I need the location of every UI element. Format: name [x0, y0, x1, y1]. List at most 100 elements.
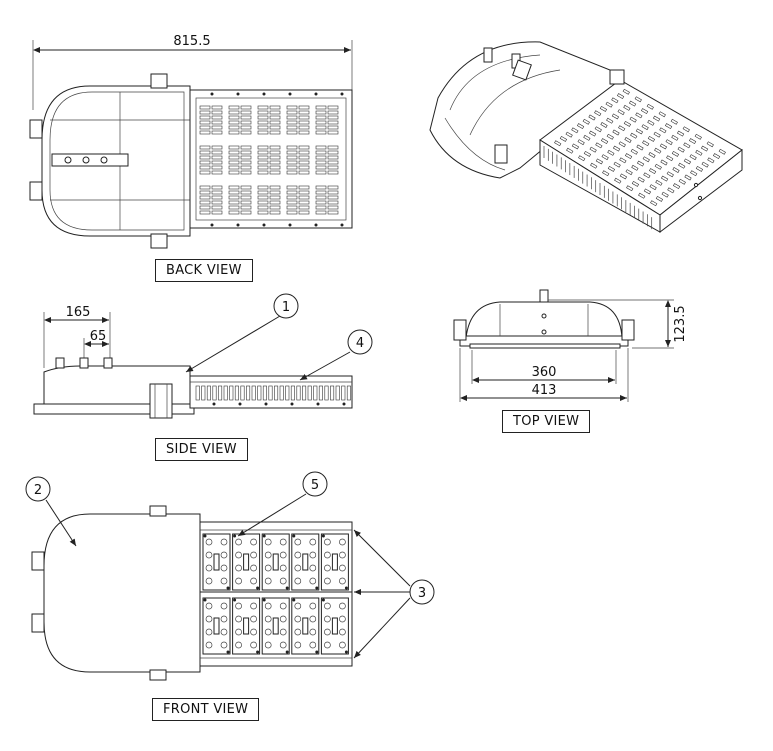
callout-1-label: 1 [282, 300, 290, 315]
led-module-array [202, 533, 349, 655]
led-lens [309, 602, 317, 610]
heatsink-slot [228, 185, 240, 190]
side-fin [296, 385, 301, 401]
iso-slot [634, 96, 642, 103]
led-lens [339, 615, 346, 623]
iso-slot [602, 170, 610, 177]
led-lens [250, 577, 257, 585]
heatsink-slot [298, 110, 310, 115]
iso-slot [666, 155, 674, 162]
heatsink-slot [298, 115, 310, 120]
led-lens [220, 564, 228, 572]
iso-slot [622, 88, 630, 95]
led-lens [294, 615, 302, 623]
heatsink-slot [228, 150, 240, 155]
heatsink-slot [211, 105, 223, 110]
heatsink-slot [228, 165, 240, 170]
led-lens [324, 641, 331, 649]
heatsink-slot [211, 110, 223, 115]
led-lens [205, 615, 213, 623]
heatsink-slot [228, 125, 240, 130]
dim-height: 123.5 [673, 305, 688, 342]
side-screw [342, 402, 346, 406]
iso-slot [599, 105, 608, 112]
heatsink-slot [199, 170, 211, 175]
heatsink-slot [327, 115, 339, 120]
led-screw [203, 534, 207, 538]
led-driver [213, 617, 220, 635]
heatsink-slot [240, 105, 252, 110]
top-view-drawing: 123.5 360 413 [453, 289, 688, 402]
heatsink-slot [327, 150, 339, 155]
dim-side-b: 65 [90, 329, 107, 344]
heatsink-slot [228, 160, 240, 165]
heatsink-slot [315, 200, 327, 205]
heatsink-slot [298, 155, 310, 160]
heatsink-screw [210, 92, 214, 96]
heatsink-slot [257, 195, 269, 200]
dim-side-a: 165 [66, 305, 91, 320]
led-lens [235, 577, 242, 585]
front-view-drawing [31, 505, 353, 681]
iso-slot [624, 137, 632, 143]
heatsink-slot [327, 155, 339, 160]
led-driver [331, 617, 338, 635]
callout-3: 3 [409, 579, 435, 605]
heatsink-slot [286, 195, 298, 200]
heatsink-slot [298, 210, 310, 215]
heatsink-slot [240, 155, 252, 160]
led-lens [339, 641, 346, 649]
led-screw [315, 586, 319, 590]
led-lens [339, 564, 346, 572]
iso-slot [707, 157, 715, 164]
iso-slot [690, 170, 698, 177]
heatsink-slot [240, 115, 252, 120]
led-lens [220, 628, 228, 636]
side-fin [201, 385, 206, 401]
led-lens [294, 577, 302, 585]
heatsink-slot [315, 165, 327, 170]
led-screw [256, 586, 260, 590]
led-screw [233, 534, 237, 538]
led-lens [339, 577, 346, 585]
led-driver [302, 617, 309, 635]
iso-slot [606, 133, 614, 140]
heatsink-slot [269, 125, 281, 130]
side-fin [346, 385, 351, 401]
heatsink-slot [327, 105, 339, 110]
back-view-label: BACK VIEW [155, 259, 253, 282]
heatsink-slot [269, 170, 281, 175]
heatsink-slot [315, 190, 327, 195]
heatsink-slot [211, 190, 223, 195]
led-lens [264, 628, 272, 636]
iso-slot [678, 178, 686, 185]
heatsink-slot [257, 165, 269, 170]
led-module [261, 597, 290, 655]
iso-slot [595, 158, 604, 165]
iso-slot [611, 97, 619, 104]
led-lens [339, 551, 346, 559]
iso-slot [688, 138, 697, 145]
iso-slot [660, 159, 668, 166]
side-fin [318, 385, 323, 401]
heatsink-slot [286, 160, 298, 165]
iso-slot [712, 153, 721, 160]
led-lens [250, 602, 257, 610]
iso-slot [565, 131, 573, 138]
heatsink-slot [240, 130, 252, 135]
back-view-drawing: 815.5 [29, 34, 353, 249]
iso-slot [612, 129, 620, 136]
iso-slot [695, 165, 704, 172]
iso-slot [636, 160, 645, 167]
led-lens [324, 615, 331, 623]
led-lens [250, 628, 257, 636]
led-lens [309, 628, 317, 636]
iso-slot [672, 183, 681, 190]
side-fin [218, 385, 223, 401]
side-fin [262, 385, 267, 401]
side-fin [212, 385, 217, 401]
heatsink-slot [315, 170, 327, 175]
heatsink-slot [211, 200, 223, 205]
iso-slot [654, 163, 662, 170]
heatsink-slot [228, 195, 240, 200]
